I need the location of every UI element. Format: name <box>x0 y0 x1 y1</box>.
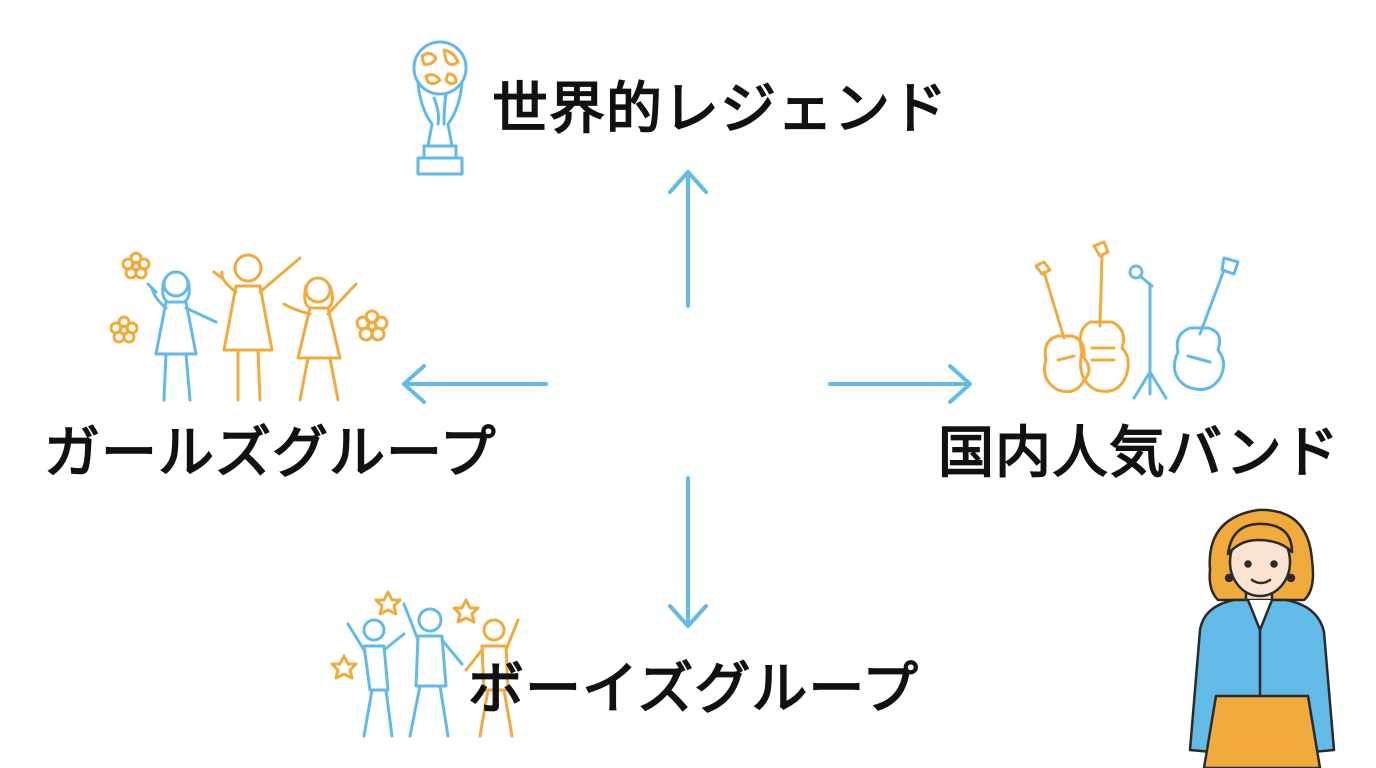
label-bottom: ボーイズグループ <box>468 657 919 722</box>
label-top: 世界的レジェンド <box>492 77 948 142</box>
arrow-right <box>828 364 972 404</box>
girls-group-icon <box>109 251 389 402</box>
label-left: ガールズグループ <box>44 421 497 486</box>
label-right: 国内人気バンド <box>938 421 1340 486</box>
trophy-icon <box>412 40 468 176</box>
boys-group-icon <box>330 590 520 738</box>
band-instruments-icon <box>1034 240 1240 400</box>
arrow-up <box>668 170 708 308</box>
woman-presenter-icon <box>1188 508 1336 768</box>
arrow-down <box>668 476 708 628</box>
arrow-left <box>402 364 548 404</box>
